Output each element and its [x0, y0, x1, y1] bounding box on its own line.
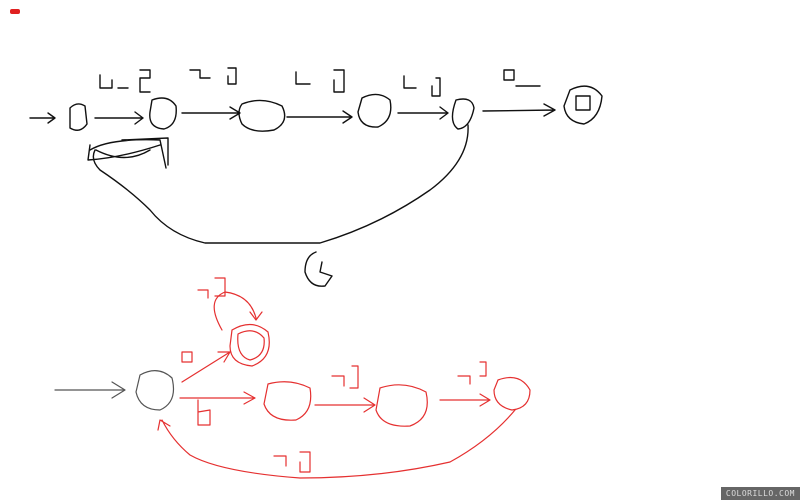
label-a — [503, 69, 541, 87]
state-3 — [238, 99, 286, 132]
arrow-a-b — [181, 351, 231, 383]
arrow-3-4 — [286, 110, 353, 124]
label-b-under — [197, 399, 211, 426]
state-5 — [451, 98, 475, 130]
black-automaton-sketch — [29, 67, 603, 287]
state-1 — [69, 103, 88, 131]
state-e — [493, 377, 531, 411]
start-arrow — [29, 112, 56, 124]
label-b — [304, 251, 333, 287]
state-b-accepting — [229, 323, 270, 367]
label-a-red — [181, 351, 193, 363]
arrow-5-6 — [482, 103, 556, 117]
label-a-b-1 — [99, 69, 151, 93]
label-a-b-de — [457, 361, 487, 385]
state-4 — [357, 93, 392, 128]
back-arc-5-to-1 — [92, 124, 469, 244]
state-a — [135, 370, 175, 411]
label-a-b-2 — [189, 67, 237, 85]
label-a-b-4 — [403, 75, 441, 97]
self-loop-state-1 — [87, 137, 169, 169]
arrow-2-3 — [181, 106, 241, 120]
state-6-accepting — [563, 85, 603, 125]
state-c — [263, 381, 312, 421]
label-a-b-cd — [331, 365, 359, 389]
red-automaton-sketch — [54, 277, 531, 479]
colorillo-brand-label[interactable]: COLORILLO.COM — [720, 487, 800, 500]
label-a-b-back — [273, 451, 311, 473]
start-arrow-red — [54, 381, 126, 399]
arrow-1-2 — [94, 111, 144, 125]
back-arc-e-to-a — [157, 409, 516, 479]
self-loop-b — [213, 291, 263, 331]
state-2 — [149, 97, 177, 130]
brush-color-icon[interactable] — [10, 9, 20, 14]
label-a-b-3 — [295, 69, 345, 93]
arrow-4-5 — [397, 106, 449, 120]
arrow-c-d — [314, 397, 376, 413]
state-d — [375, 384, 428, 427]
arrow-a-c — [179, 391, 256, 405]
arrow-d-e — [439, 393, 491, 407]
label-a-b-loop — [197, 277, 226, 299]
